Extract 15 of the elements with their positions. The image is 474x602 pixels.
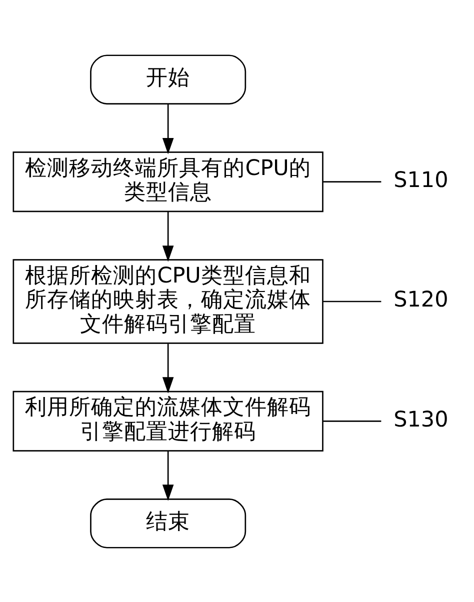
arrow xyxy=(162,343,174,393)
node-text: S130 xyxy=(394,406,448,432)
node-box: 开始 xyxy=(90,54,246,104)
arrow xyxy=(162,210,174,262)
node-text: S110 xyxy=(394,167,448,192)
arrow xyxy=(162,450,174,500)
node-box: 利用所确定的流媒体文件解码引擎配置进行解码 xyxy=(12,390,324,451)
node-box: 根据所检测的CPU类型信息和所存储的映射表，确定流媒体文件解码引擎配置 xyxy=(12,258,324,344)
arrow xyxy=(162,104,174,154)
connector xyxy=(323,300,382,302)
node-text: S120 xyxy=(394,287,448,312)
node-box: 检测移动终端所具有的CPU的类型信息 xyxy=(12,151,324,212)
connector xyxy=(323,180,382,182)
connector xyxy=(323,420,382,422)
node-box: 结束 xyxy=(90,498,246,548)
